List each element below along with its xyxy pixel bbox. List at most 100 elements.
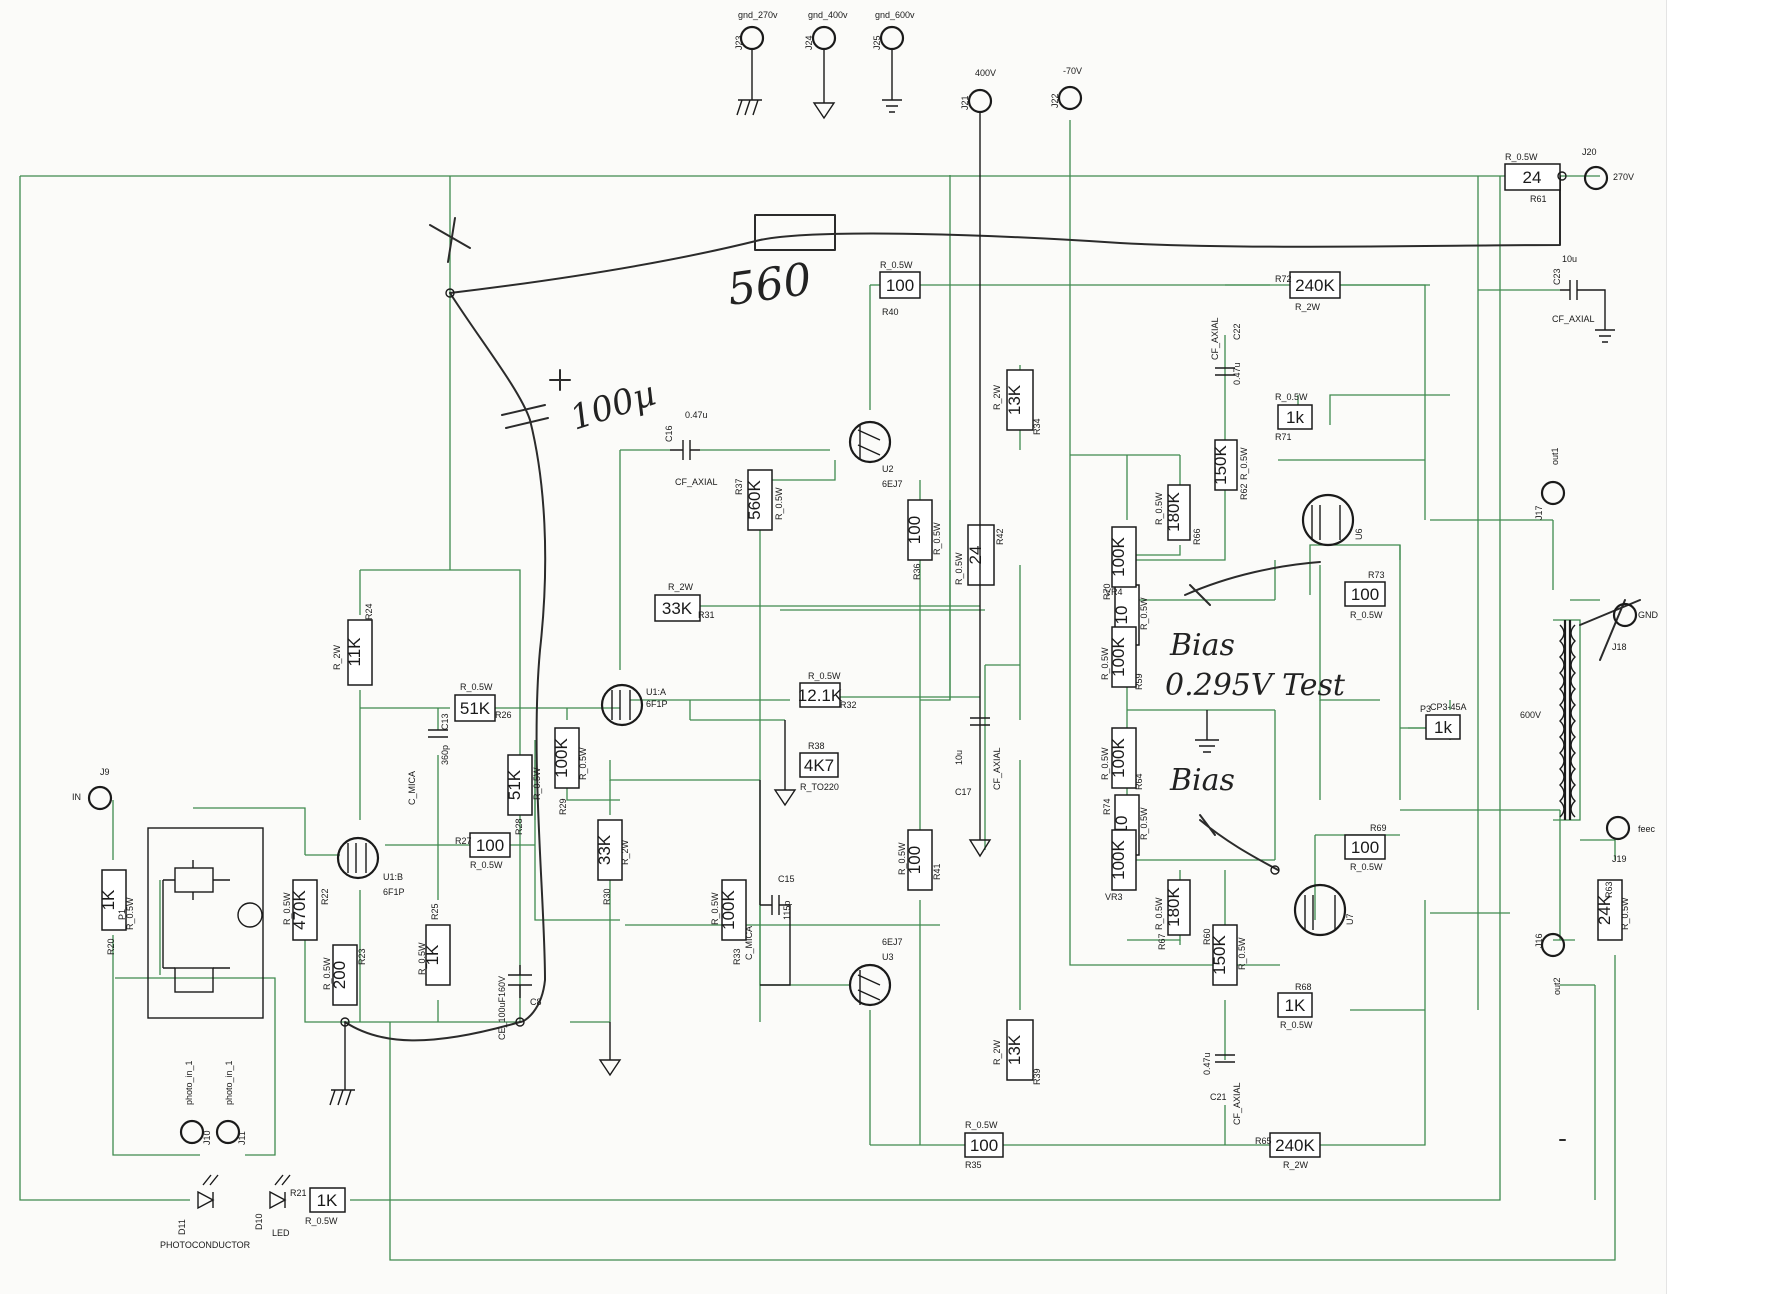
svg-text:13K: 13K xyxy=(1005,1034,1024,1065)
svg-text:100K: 100K xyxy=(1109,636,1128,676)
capacitor-c23: 10u C23 CF_AXIAL xyxy=(1552,254,1615,343)
resistor-r67: 180K R_0.5W R67 xyxy=(1154,879,1191,950)
resistor-r22: 470K R_0.5W R22 xyxy=(282,879,330,941)
connector-j21: 400V J21 xyxy=(960,68,996,858)
svg-text:R_2W: R_2W xyxy=(620,839,630,865)
svg-text:R31: R31 xyxy=(698,610,715,620)
svg-text:J9: J9 xyxy=(100,767,110,777)
connector-j10: photo_in_1 J10 xyxy=(179,1060,212,1145)
svg-text:R69: R69 xyxy=(1370,823,1387,833)
svg-text:33K: 33K xyxy=(595,834,614,865)
resistor-r71: 1k R_0.5W R71 xyxy=(1275,392,1313,442)
resistor-r40: 100 R_0.5W R40 xyxy=(879,260,921,317)
svg-text:C8: C8 xyxy=(530,997,542,1007)
connector-j22: -70V J22 xyxy=(1050,66,1083,111)
svg-text:100K: 100K xyxy=(1109,839,1128,879)
svg-text:R68: R68 xyxy=(1295,982,1312,992)
resistor-r63: 24K R_0.5W R63 xyxy=(1595,879,1630,941)
handwritten-bias-test: 0.295V Test xyxy=(1165,668,1346,703)
svg-text:R34: R34 xyxy=(1032,418,1042,435)
connector-j16: out2 J16 xyxy=(1534,932,1566,995)
svg-text:R24: R24 xyxy=(364,603,374,620)
svg-text:R_0.5W: R_0.5W xyxy=(774,487,784,520)
svg-text:360p: 360p xyxy=(440,745,450,765)
svg-text:R41: R41 xyxy=(932,863,942,880)
svg-text:R73: R73 xyxy=(1368,570,1385,580)
svg-text:PHOTOCONDUCTOR: PHOTOCONDUCTOR xyxy=(160,1240,251,1250)
resistor-r27: 100 R27 R_0.5W xyxy=(455,832,511,870)
resistor-r69: 100 R69 R_0.5W xyxy=(1344,823,1387,872)
svg-text:R_2W: R_2W xyxy=(668,582,694,592)
resistor-r39: 13K R_2W R39 xyxy=(992,1019,1042,1085)
svg-text:1K: 1K xyxy=(423,944,442,965)
capacitor-c16: 0.47u C16 CF_AXIAL xyxy=(664,410,718,487)
svg-text:GND: GND xyxy=(1638,610,1659,620)
svg-text:R_0.5W: R_0.5W xyxy=(578,747,588,780)
connector-j23: gnd_270v J23 xyxy=(734,10,778,116)
svg-text:R66: R66 xyxy=(1192,528,1202,545)
svg-text:200: 200 xyxy=(330,961,349,989)
svg-text:6EJ7: 6EJ7 xyxy=(882,479,903,489)
svg-text:CF_AXIAL: CF_AXIAL xyxy=(675,477,718,487)
optocoupler-p1: P1 xyxy=(117,827,264,1019)
svg-text:CF_AXIAL: CF_AXIAL xyxy=(1552,314,1595,324)
svg-text:100: 100 xyxy=(476,836,504,855)
svg-text:CE_100uF160V: CE_100uF160V xyxy=(497,976,507,1040)
resistor-r31: 33K R_2W R31 xyxy=(654,582,715,622)
svg-text:R_0.5W: R_0.5W xyxy=(282,892,292,925)
svg-text:R_2W: R_2W xyxy=(992,384,1002,410)
svg-text:R_0.5W: R_0.5W xyxy=(1505,152,1538,162)
svg-text:1K: 1K xyxy=(1285,996,1306,1015)
svg-text:51K: 51K xyxy=(505,769,524,800)
resistor-r73: 100 R73 R_0.5W xyxy=(1344,570,1386,620)
svg-text:0.47u: 0.47u xyxy=(685,410,708,420)
svg-text:U2: U2 xyxy=(882,464,894,474)
svg-text:10u: 10u xyxy=(954,750,964,765)
resistor-r59: 100K R_0.5W R59 xyxy=(1100,626,1144,690)
svg-text:R28: R28 xyxy=(514,818,524,835)
svg-text:R67: R67 xyxy=(1157,933,1167,950)
svg-text:R_0.5W: R_0.5W xyxy=(1280,1020,1313,1030)
svg-text:CF_AXIAL: CF_AXIAL xyxy=(1232,1082,1242,1125)
resistor-r28: 51K R_0.5W R28 xyxy=(505,754,542,835)
connector-j18: GND J18 xyxy=(1612,602,1659,652)
resistor-r26: 51K R_0.5W R26 xyxy=(454,682,512,722)
resistor-r29: 100K R_0.5W R29 xyxy=(552,727,588,815)
resistor-r64: 100K R_0.5W R64 xyxy=(1100,727,1144,790)
connector-j25: gnd_600v J25 xyxy=(872,10,915,113)
svg-text:C21: C21 xyxy=(1210,1092,1227,1102)
svg-text:R74: R74 xyxy=(1102,798,1112,815)
svg-text:10u: 10u xyxy=(1562,254,1577,264)
svg-text:R60: R60 xyxy=(1202,928,1212,945)
resistor-r66: 180K R_0.5W R66 xyxy=(1154,484,1202,545)
svg-text:R63: R63 xyxy=(1604,881,1614,898)
svg-text:10: 10 xyxy=(1112,606,1131,625)
svg-text:150K: 150K xyxy=(1210,934,1229,974)
svg-text:J24: J24 xyxy=(804,35,814,50)
resistor-r32: 12.1K R_0.5W R32 xyxy=(798,671,857,710)
svg-text:J25: J25 xyxy=(872,35,882,50)
svg-text:R_0.5W: R_0.5W xyxy=(932,522,942,555)
handwritten-rework: 560 100µ Bias 0.295V Test Bias xyxy=(344,175,1641,1141)
svg-text:R22: R22 xyxy=(320,888,330,905)
svg-text:R_2W: R_2W xyxy=(1295,302,1321,312)
resistor-r20: 1K R_0.5W R20 xyxy=(99,869,135,955)
svg-text:D10: D10 xyxy=(254,1213,264,1230)
svg-text:R21: R21 xyxy=(290,1188,307,1198)
svg-text:CF_AXIAL: CF_AXIAL xyxy=(1210,317,1220,360)
svg-text:R_0.5W: R_0.5W xyxy=(460,682,493,692)
resistor-r33: 100K R_0.5W R33 xyxy=(710,879,747,965)
svg-text:R_0.5W: R_0.5W xyxy=(880,260,913,270)
svg-text:U6: U6 xyxy=(1354,528,1364,540)
svg-text:4K7: 4K7 xyxy=(804,756,834,775)
capacitor-c17: 10u C17 CF_AXIAL xyxy=(954,717,1002,797)
tube-u1a: U1:A 6F1P xyxy=(600,683,668,727)
svg-text:R_0.5W: R_0.5W xyxy=(710,892,720,925)
resistor-vr3: 100K VR3 xyxy=(1105,829,1137,902)
capacitor-c8: C8 CE_100uF160V xyxy=(497,965,542,1040)
svg-text:150K: 150K xyxy=(1211,444,1230,484)
svg-text:photo_in_1: photo_in_1 xyxy=(224,1060,234,1105)
photoconductor-d11: D11 PHOTOCONDUCTOR xyxy=(160,1174,251,1250)
connector-j20: 270V J20 xyxy=(1557,147,1634,191)
svg-text:560K: 560K xyxy=(745,479,764,519)
